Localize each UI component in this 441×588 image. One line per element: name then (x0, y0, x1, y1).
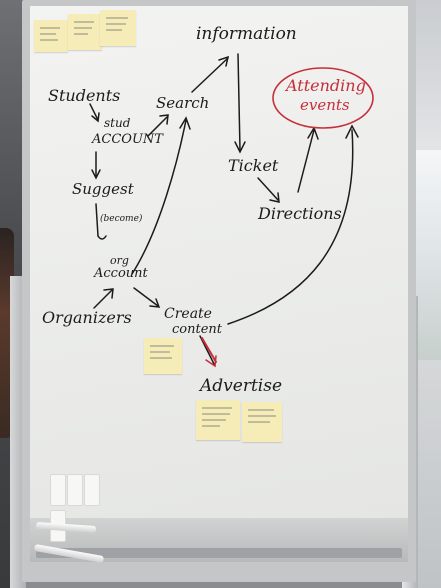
sticky-note (68, 14, 102, 50)
node-students: Students (48, 86, 121, 105)
node-ticket: Ticket (228, 156, 279, 175)
node-stud-account-label: stud (104, 116, 131, 130)
node-search: Search (156, 94, 210, 112)
node-attending-events: Attending (286, 76, 366, 95)
node-directions: Directions (258, 204, 342, 223)
node-create-content-2: content (172, 322, 222, 337)
node-suggest: Suggest (72, 180, 134, 198)
marker-tray-rail (36, 548, 402, 558)
node-become: (become) (100, 214, 143, 224)
node-advertise: Advertise (200, 376, 283, 396)
node-information: information (196, 24, 297, 44)
sticky-note (34, 20, 68, 52)
node-attending-events-2: events (300, 96, 350, 114)
sticky-note (144, 338, 182, 374)
node-organizers: Organizers (42, 308, 132, 327)
node-stud-account: ACCOUNT (92, 132, 163, 147)
eraser (50, 474, 110, 542)
whiteboard-surface (30, 6, 408, 562)
node-create-content: Create (164, 306, 212, 322)
node-org-account-label: org (110, 254, 129, 267)
sticky-note (100, 10, 136, 46)
node-org-account: Account (94, 266, 148, 281)
